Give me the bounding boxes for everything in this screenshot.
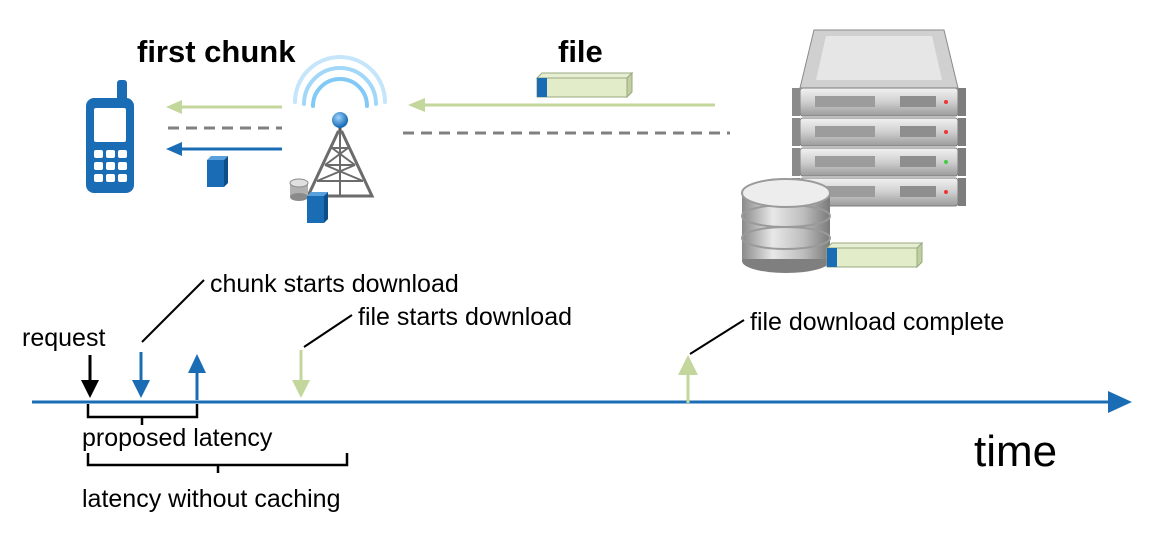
file-complete-marker-arrow [678,355,698,403]
chunk-starts-callout-line [141,279,205,343]
backhaul-file-arrow [408,98,715,112]
time-axis-label: time [974,427,1057,476]
request-marker-arrow [81,355,99,398]
chunk-starts-download-label: chunk starts download [210,270,459,298]
latency-without-caching-label: latency without caching [82,485,340,513]
edge-cache-database-icon [289,178,309,201]
chunk-start-marker-arrow [132,352,150,398]
cell-tower-icon [293,55,387,198]
time-axis [32,391,1132,413]
file-start-marker-arrow [292,350,310,398]
cached-chunk-block-icon [307,192,328,223]
edge-blue-arrow [166,142,282,156]
stored-file-block-icon [825,241,924,269]
latency-without-caching-bracket [86,453,349,473]
mobile-phone-icon [86,80,134,193]
request-label: request [22,324,105,352]
edge-green-arrow [166,100,282,114]
database-icon [741,178,831,273]
chunk-complete-marker-arrow [188,354,206,400]
proposed-latency-bracket [86,404,199,425]
file-complete-callout-line [689,319,745,355]
first-chunk-label: first chunk [137,34,296,69]
file-label: file [558,34,603,69]
proposed-latency-label: proposed latency [82,424,273,452]
chunk-block-icon [207,156,228,187]
file-block-icon [535,71,634,99]
server-rack-icon [792,29,966,207]
file-download-complete-label: file download complete [750,308,1004,336]
file-starts-download-label: file starts download [358,303,572,331]
file-starts-callout-line [303,314,353,348]
